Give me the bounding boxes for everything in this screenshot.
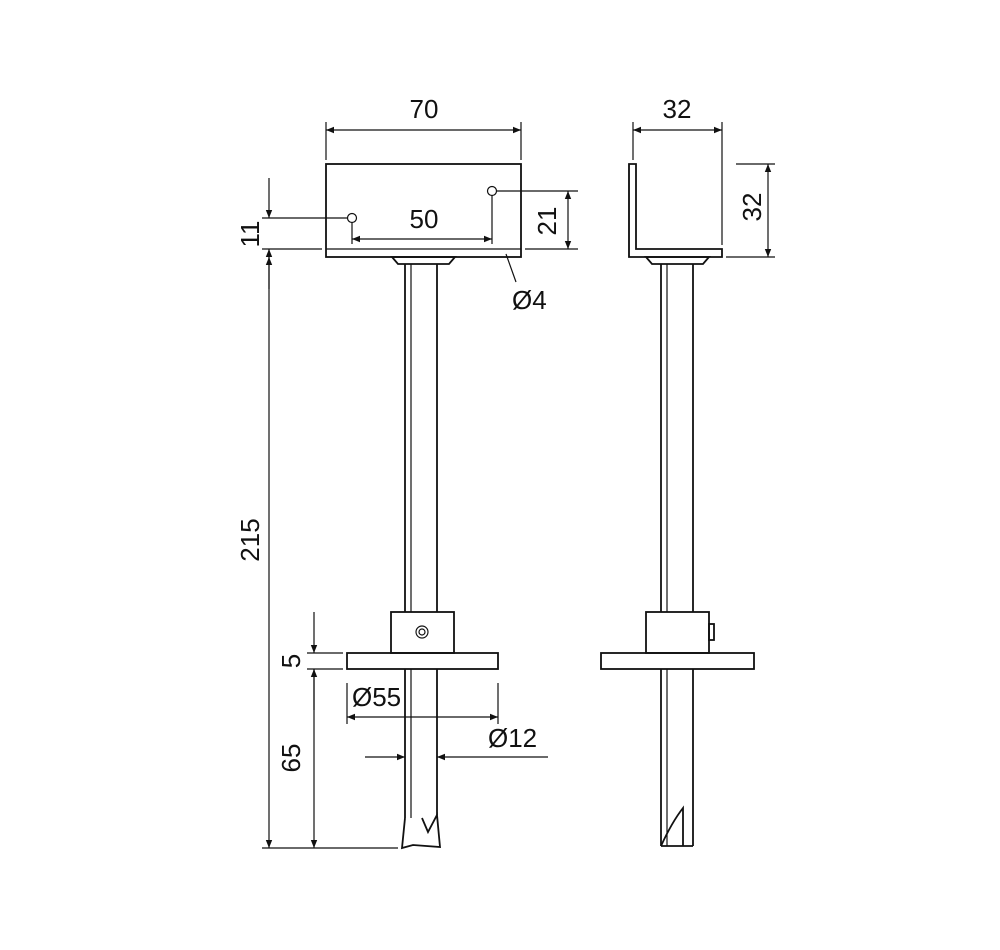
- dim-total-height-label: 215: [235, 518, 265, 561]
- front-sleeve: [390, 611, 455, 654]
- dim-flange-diameter: Ø55: [346, 682, 499, 724]
- front-set-screw-inner: [418, 628, 426, 636]
- front-flange: [346, 652, 499, 670]
- dim-hole-offset: 21: [497, 190, 578, 250]
- dim-side-height: 32: [726, 163, 775, 258]
- front-hole-left: [346, 212, 358, 224]
- dim-side-width: 32: [632, 94, 723, 245]
- side-flange: [600, 652, 755, 670]
- side-view: [600, 163, 755, 847]
- dim-hole-height: 11: [235, 178, 347, 289]
- front-spike-tip: [400, 811, 441, 850]
- side-weld-collar: [644, 256, 711, 265]
- dim-hole-diameter-label: Ø4: [512, 285, 547, 315]
- side-spike-tip-cut: [660, 805, 684, 847]
- front-view: [325, 163, 522, 850]
- dim-hole-offset-label: 21: [532, 207, 562, 236]
- dim-hole-diameter: Ø4: [505, 253, 547, 315]
- dim-spike-length: 65: [276, 669, 318, 848]
- side-l-bracket: [628, 163, 723, 258]
- dim-rod-diameter: Ø12: [365, 723, 548, 761]
- dim-spike-length-label: 65: [276, 744, 306, 773]
- side-sleeve: [645, 611, 710, 654]
- dim-flange-diameter-label: Ø55: [352, 682, 401, 712]
- dim-flange-thickness: 5: [276, 612, 343, 710]
- dim-side-height-label: 32: [737, 193, 767, 222]
- dim-total-height: 215: [235, 257, 398, 849]
- dim-hole-spacing-label: 50: [410, 204, 439, 234]
- front-hole-right: [486, 185, 498, 197]
- dim-side-width-label: 32: [663, 94, 692, 124]
- dim-flange-thickness-label: 5: [276, 654, 306, 668]
- front-set-screw-outer: [415, 625, 429, 639]
- side-set-screw: [708, 623, 715, 641]
- dim-hole-spacing: 50: [351, 195, 493, 244]
- dim-hole-height-label: 11: [235, 221, 265, 248]
- dim-rod-diameter-label: Ø12: [488, 723, 537, 753]
- front-weld-collar: [390, 256, 457, 265]
- dim-plate-width: 70: [325, 94, 522, 160]
- dim-plate-width-label: 70: [410, 94, 439, 124]
